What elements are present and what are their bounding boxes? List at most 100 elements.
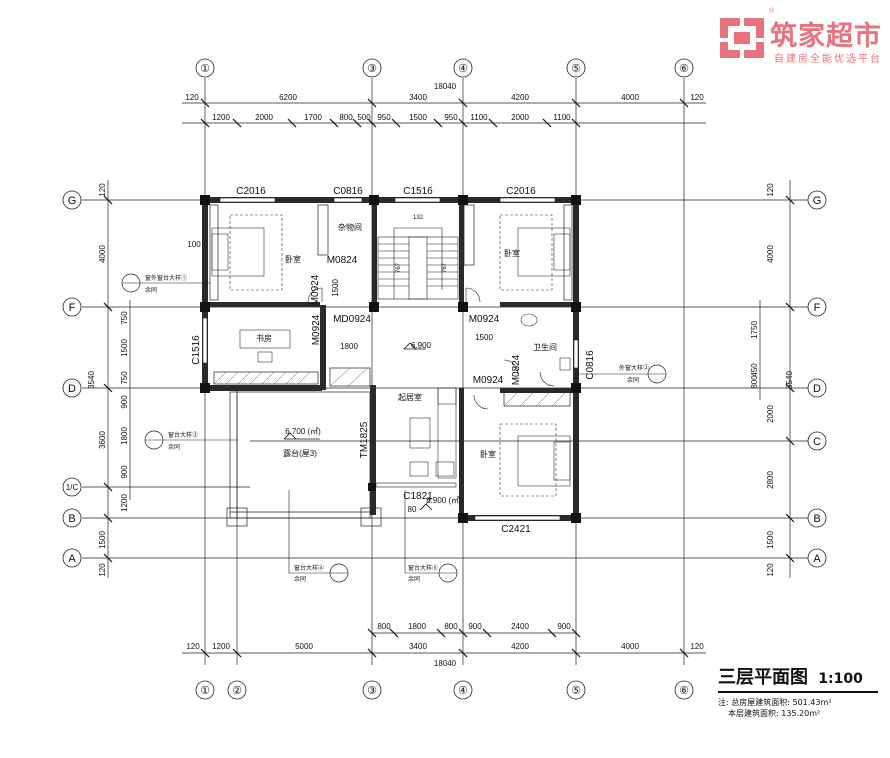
brand-tagline: 自建房全能优选平台 <box>774 54 882 65</box>
dim-767-left: 767 <box>396 262 402 273</box>
dim-left-inner-1: 1500 <box>120 339 129 357</box>
dim-bottom-inner-5: 900 <box>557 622 571 631</box>
dim-right-outer-3: 2000 <box>766 405 775 423</box>
drawing-title-block: 三层平面图 1:100 注: 总房屋建筑面积: 501.43m² 本层建筑面积:… <box>718 663 883 719</box>
dim-left-inner-4: 1800 <box>120 427 129 445</box>
dim-passage-1800: 1800 <box>340 342 358 351</box>
dim-top-inner-1: 2000 <box>255 113 273 122</box>
door-label-md0924: MD0924 <box>333 314 371 325</box>
door-label-m0924-bedroom-se: M0924 <box>473 375 504 386</box>
dim-top-outer-3: 4200 <box>511 93 529 102</box>
brand-mark-icon <box>720 18 764 58</box>
door-label-m0924-storage: M0924 <box>310 274 321 305</box>
dim-bottom-outer-3: 3400 <box>409 642 427 651</box>
room-study: 书房 <box>256 333 272 343</box>
dim-bottom-inner-2: 800 <box>444 622 458 631</box>
axis-right-C: C <box>813 436 821 448</box>
axis-left-B: B <box>68 513 75 525</box>
dim-top-inner-10: 1100 <box>553 113 571 122</box>
dim-top-inner-6: 1500 <box>409 113 427 122</box>
callout-detail-5: 窗台大样⑤ <box>408 564 438 572</box>
axis-bottom-1: ① <box>200 685 210 697</box>
drawing-title-text: 三层平面图 <box>718 667 808 688</box>
axis-bottom-3: ③ <box>367 685 377 697</box>
dim-left-outer-3: 3600 <box>98 431 107 449</box>
dim-top-inner-5: 950 <box>377 113 391 122</box>
dim-right-inner-1: 450 <box>750 363 759 377</box>
dim-767-right: 767 <box>442 262 448 273</box>
dim-right-outer-0: 120 <box>766 183 775 197</box>
dim-top-inner-2: 1700 <box>304 113 322 122</box>
callout-detail-4: 窗台大样④ <box>294 564 324 572</box>
dim-left-inner-2: 750 <box>120 371 129 385</box>
dim-left-outer-5: 120 <box>98 563 107 577</box>
area-note-floor: 本层建筑面积: 135.20m² <box>728 709 821 718</box>
dim-top-outer-1: 6200 <box>279 93 297 102</box>
window-label-c1821: C1821 <box>403 491 433 502</box>
room-bedroom-se: 卧室 <box>480 449 496 459</box>
title-underline <box>718 691 878 693</box>
axis-left-G: G <box>68 195 77 207</box>
dim-top-inner-7: 950 <box>444 113 458 122</box>
callout-detail-1: 窗外窗台大样① <box>145 274 187 282</box>
dim-top-outer-4: 4000 <box>621 93 639 102</box>
room-storage: 杂物间 <box>338 222 362 232</box>
axis-top-1: ① <box>200 63 210 75</box>
dim-bottom-outer-1: 1200 <box>212 642 230 651</box>
door-label-m0924-bedroom-ne: M0924 <box>469 314 500 325</box>
window-label-c0816-top: C0816 <box>333 186 363 197</box>
area-note-total: 注: 总房屋建筑面积: 501.43m² <box>718 698 832 707</box>
dim-right-inner-0: 1750 <box>750 321 759 339</box>
callout-same-4: 余同 <box>294 575 306 583</box>
dim-left-inner-6: 1200 <box>120 494 129 512</box>
dim-right-outer-6: 120 <box>766 563 775 577</box>
door-label-m0824-left: M0824 <box>327 255 358 266</box>
dim-right-outer-5: 1500 <box>766 531 775 549</box>
dim-left-outer-4: 1500 <box>98 531 107 549</box>
dim-bottom-inner-3: 900 <box>468 622 482 631</box>
dim-bottom-outer-0: 120 <box>186 642 200 651</box>
dim-total-top: 18040 <box>434 82 457 91</box>
dim-top-inner-4: 500 <box>357 113 371 122</box>
dim-top-outer-0: 120 <box>185 93 199 102</box>
callout-same-3: 余同 <box>168 443 180 451</box>
window-label-c1516-left: C1516 <box>191 335 202 365</box>
axis-left-D: D <box>68 383 76 395</box>
drawing-scale: 1:100 <box>818 671 863 687</box>
dim-100: 100 <box>187 240 201 249</box>
axis-left-F: F <box>69 302 76 314</box>
axis-right-F: F <box>814 302 821 314</box>
window-label-c2421: C2421 <box>501 524 531 535</box>
dim-right-outer-1: 4000 <box>766 245 775 263</box>
callout-same-1: 余同 <box>145 286 157 294</box>
callout-same-2: 余同 <box>627 376 639 384</box>
dim-left-inner-0: 750 <box>120 311 129 325</box>
room-bedroom-nw: 卧室 <box>285 254 301 264</box>
dim-right-outer-2: 3540 <box>785 371 794 389</box>
window-label-c2016-right: C2016 <box>506 186 536 197</box>
dim-bottom-outer-2: 5000 <box>295 642 313 651</box>
room-terrace: 露台(屋3) <box>283 448 317 458</box>
dim-top-inner-0: 1200 <box>212 113 230 122</box>
dim-bottom-outer-4: 4200 <box>511 642 529 651</box>
door-label-m0924-study: M0924 <box>311 314 322 345</box>
dim-132: 132 <box>413 215 424 221</box>
dim-passage-1500: 1500 <box>475 333 493 342</box>
dim-top-inner-3: 800 <box>339 113 353 122</box>
window-label-c0816-right: C0816 <box>585 350 596 380</box>
dim-top-outer-2: 3400 <box>409 93 427 102</box>
axis-bottom-6: ⑥ <box>679 685 689 697</box>
room-bedroom-ne: 卧室 <box>504 248 520 258</box>
window-label-c2016-left: C2016 <box>236 186 266 197</box>
dim-bottom-outer-5: 4000 <box>621 642 639 651</box>
dim-80: 80 <box>408 505 417 514</box>
dim-right-outer-4: 2800 <box>766 471 775 489</box>
elevation-living: 6.900 <box>411 341 432 350</box>
callout-same-5: 余同 <box>408 575 420 583</box>
brand-name: 筑家超市 <box>770 21 882 52</box>
dim-left-outer-2: 3540 <box>87 371 96 389</box>
axis-top-4: ④ <box>458 63 468 75</box>
axis-top-5: ⑤ <box>571 63 581 75</box>
dim-bottom-inner-4: 2400 <box>511 622 529 631</box>
